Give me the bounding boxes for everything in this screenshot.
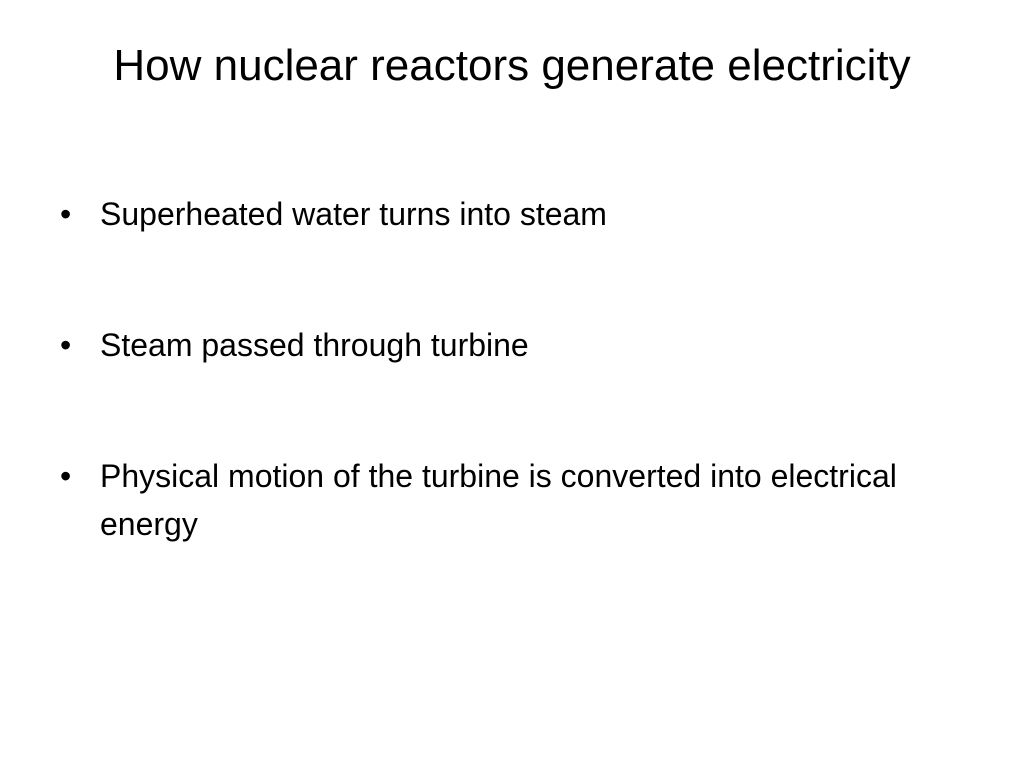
bullet-text: Steam passed through turbine: [100, 327, 529, 363]
bullet-dot-icon: •: [60, 458, 72, 494]
bullet-dot-icon: •: [60, 196, 72, 232]
bullet-text: Physical motion of the turbine is conver…: [100, 458, 897, 542]
bullet-text: Superheated water turns into steam: [100, 196, 607, 232]
bullet-item: • Steam passed through turbine: [56, 321, 936, 369]
slide-title: How nuclear reactors generate electricit…: [113, 41, 911, 90]
bullet-dot-icon: •: [60, 327, 72, 363]
bullet-list: • Superheated water turns into steam • S…: [56, 190, 936, 548]
bullet-item: • Superheated water turns into steam: [56, 190, 936, 238]
bullet-item: • Physical motion of the turbine is conv…: [56, 452, 936, 548]
